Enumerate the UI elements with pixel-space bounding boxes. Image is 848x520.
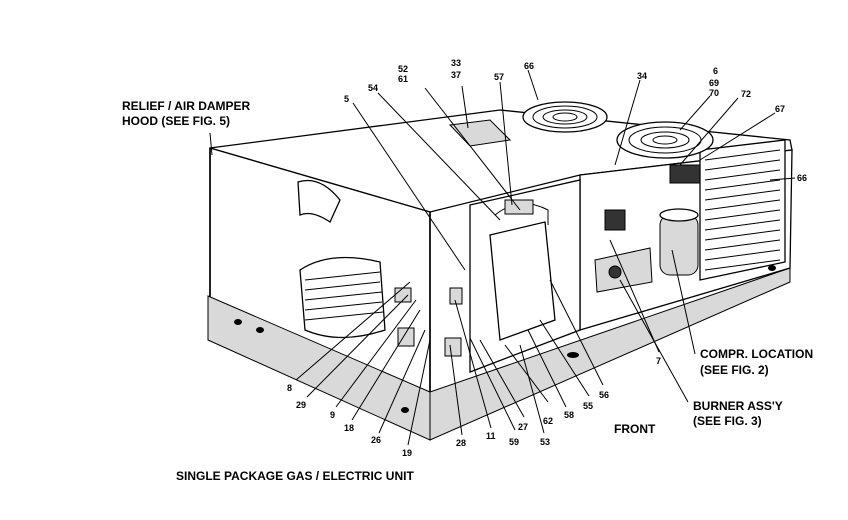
diagram-caption: SINGLE PACKAGE GAS / ELECTRIC UNIT: [176, 469, 414, 483]
relief-hood-label-line1: RELIEF / AIR DAMPER: [122, 99, 251, 113]
part-number: 18: [344, 423, 354, 433]
part-number: 33: [451, 58, 461, 68]
part-number: 6: [713, 66, 718, 76]
upper-duct: [297, 179, 341, 223]
part-number-labels: 52 61 33 37 66 57 5 54 34 6 69 70 72 67 …: [287, 58, 807, 458]
base-rail-front: [429, 267, 791, 441]
part-number: 61: [398, 74, 408, 84]
leader-lines: [209, 69, 796, 446]
blower-housing: [489, 199, 556, 341]
part-number: 72: [741, 89, 751, 99]
part-number: 66: [797, 173, 807, 183]
callout-labels: RELIEF / AIR DAMPER HOOD (SEE FIG. 5) CO…: [122, 99, 813, 483]
part-number: 34: [637, 71, 647, 81]
relief-hood-label-line2: HOOD (SEE FIG. 5): [122, 114, 230, 128]
part-number: 53: [540, 437, 550, 447]
condenser-fan-grille: [522, 101, 714, 159]
part-number: 29: [296, 400, 306, 410]
part-number: 19: [402, 448, 412, 458]
burner-assy-label-line1: BURNER ASS'Y: [693, 399, 783, 413]
part-number: 54: [368, 83, 378, 93]
part-number: 57: [494, 72, 504, 82]
part-number: 58: [564, 410, 574, 420]
condenser-coil: [699, 139, 786, 281]
compressor: [659, 208, 699, 276]
part-number: 37: [451, 70, 461, 80]
part-number: 11: [486, 431, 496, 441]
compr-location-label-line2: (SEE FIG. 2): [700, 363, 769, 377]
part-number: 70: [709, 88, 719, 98]
part-number: 59: [509, 437, 519, 447]
control-components: [394, 164, 701, 357]
part-number: 5: [344, 94, 349, 104]
part-number: 27: [518, 422, 528, 432]
front-label: FRONT: [614, 422, 656, 436]
part-number: 26: [371, 435, 381, 445]
part-number: 67: [775, 104, 785, 114]
part-number: 66: [524, 61, 534, 71]
base-holes: [234, 265, 776, 413]
part-number: 28: [456, 438, 466, 448]
part-number: 56: [599, 390, 609, 400]
part-number: 52: [398, 64, 408, 74]
evaporator-coil: [299, 256, 386, 339]
part-number: 69: [709, 78, 719, 88]
part-number: 9: [330, 410, 335, 420]
part-number: 8: [287, 383, 292, 393]
burner-assy-label-line2: (SEE FIG. 3): [693, 414, 762, 428]
compr-location-label-line1: COMPR. LOCATION: [700, 347, 813, 361]
part-number: 62: [543, 416, 553, 426]
unit-drawing: [207, 101, 793, 441]
part-number: 7: [656, 356, 661, 366]
part-number: 55: [583, 401, 593, 411]
